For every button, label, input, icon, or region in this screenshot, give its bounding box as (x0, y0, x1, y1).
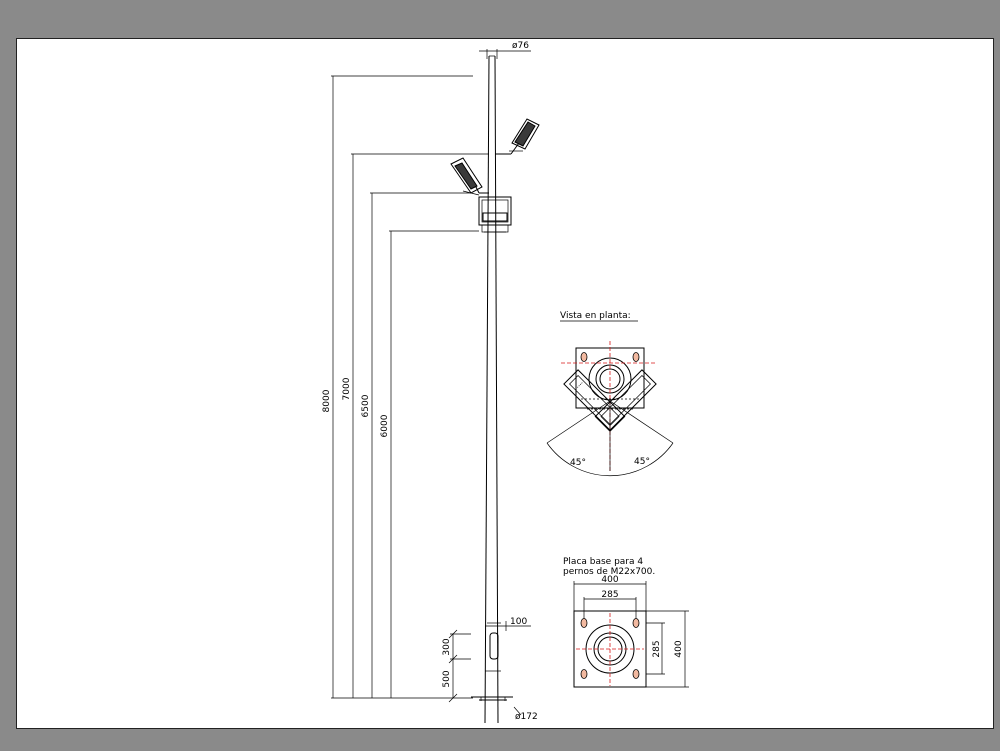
pole-door (485, 622, 501, 672)
plan-angle-left: 45° (570, 458, 586, 468)
base-plate-title-line2: pernos de M22x700. (563, 567, 655, 577)
dim-door-height: 300 (442, 638, 452, 655)
base-plate-detail: Placa base para 4 pernos de M22x700. 400… (563, 557, 689, 688)
pole-base (471, 696, 522, 716)
drawing-sheet[interactable]: ø76 (16, 38, 994, 729)
luminaire-upper (509, 118, 540, 152)
pole-height-dimensions: 8000 7000 6500 6000 300 (322, 75, 489, 703)
dim-plate-height: 400 (674, 640, 684, 657)
dim-diameter-base: ø172 (515, 712, 538, 722)
plan-angle-right: 45° (634, 457, 650, 467)
plan-view-title: Vista en planta: (560, 311, 631, 321)
dim-bolt-spacing-v: 285 (652, 640, 662, 657)
pole-elevation: ø76 (450, 41, 540, 724)
pole-bracket (478, 196, 512, 233)
luminaire-lower (450, 157, 483, 196)
dim-plate-width: 400 (601, 575, 618, 585)
dim-height-6500: 6500 (361, 394, 371, 417)
dim-height-7000: 7000 (342, 377, 352, 400)
dim-bolt-spacing-h: 285 (601, 590, 618, 600)
base-plate-title-line1: Placa base para 4 (563, 557, 643, 567)
dim-door-width: 100 (510, 617, 527, 627)
plan-view: Vista en planta: (546, 311, 674, 476)
dim-diameter-top: ø76 (512, 41, 529, 51)
dim-door-offset: 500 (442, 670, 452, 687)
cad-drawing: ø76 (322, 41, 689, 724)
dim-height-8000: 8000 (322, 389, 332, 412)
dim-height-6000: 6000 (380, 414, 390, 437)
